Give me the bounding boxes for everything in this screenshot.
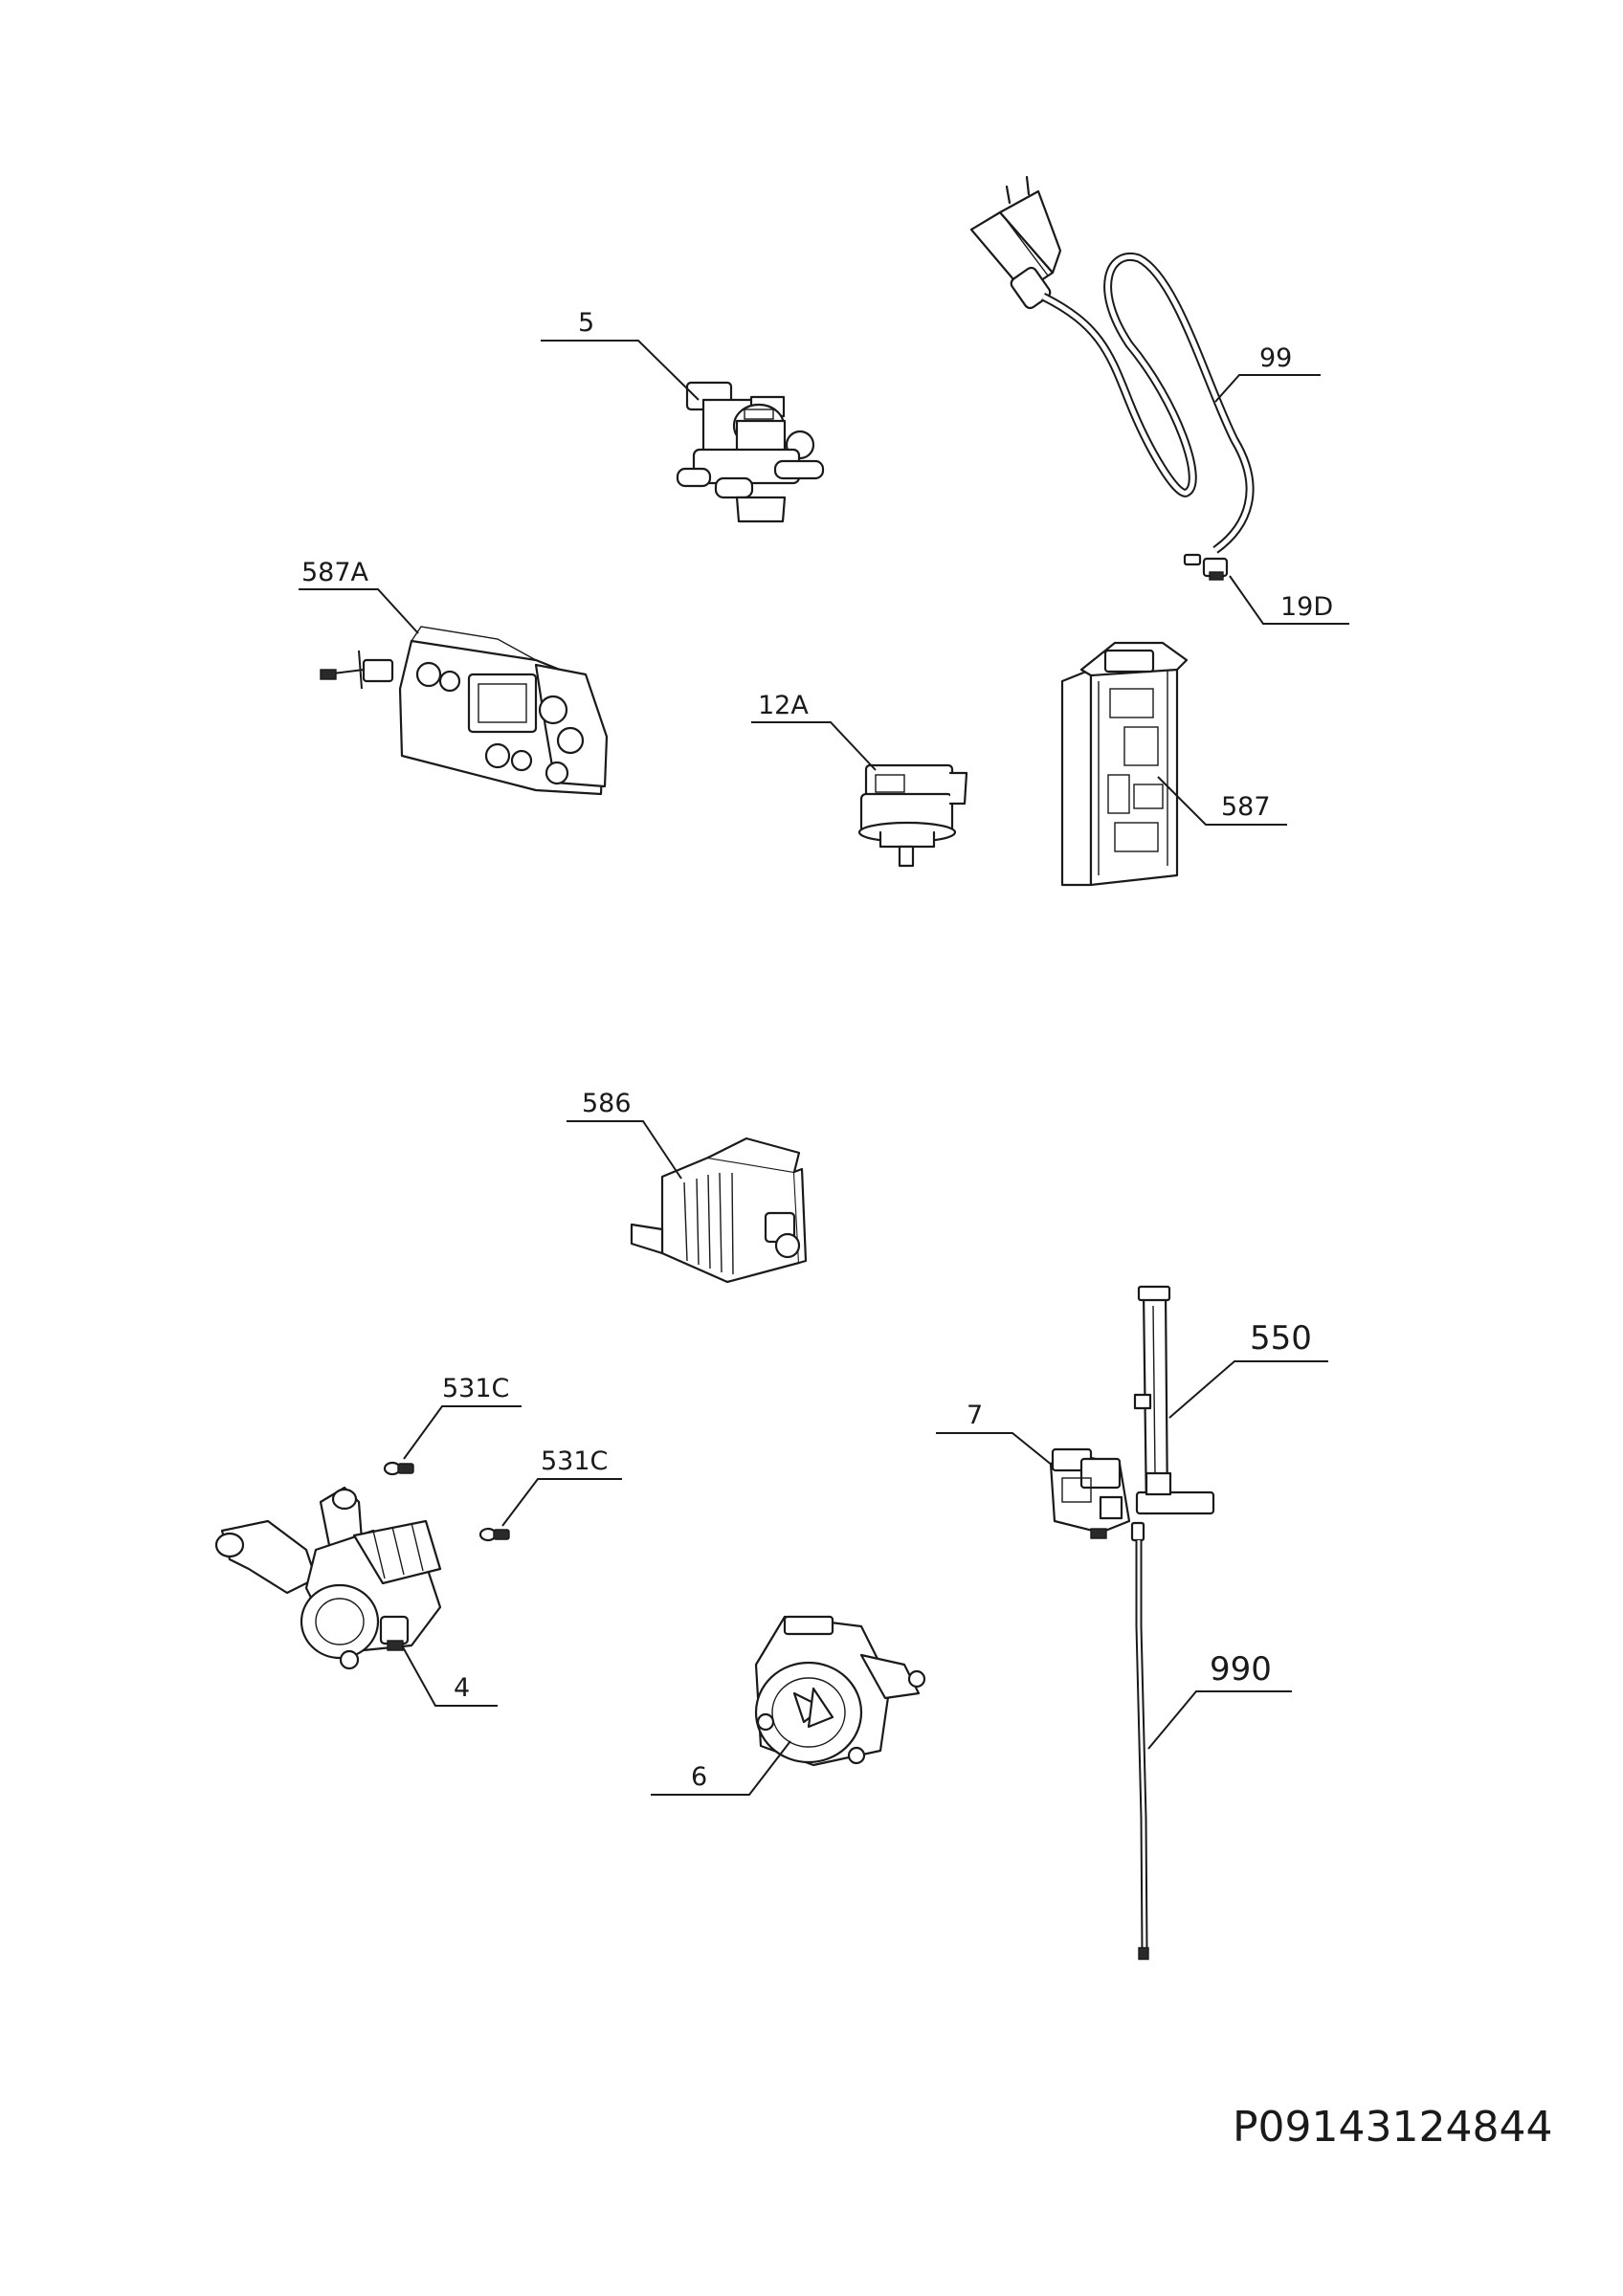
callout-531C-b-label: 531C [541, 1446, 608, 1476]
callout-7: 7 [936, 1401, 1054, 1467]
callout-12A-label: 12A [758, 691, 809, 720]
part-587A-control-board [320, 626, 609, 796]
callout-586: 586 [567, 1089, 682, 1180]
callout-587A-label: 587A [301, 558, 369, 587]
part-4-pump [214, 1486, 442, 1670]
callout-990-label: 990 [1210, 1650, 1272, 1689]
callout-6-label: 6 [691, 1762, 707, 1792]
callout-4-label: 4 [454, 1673, 470, 1703]
part-5-inlet-valve [676, 381, 825, 523]
callout-550: 550 [1168, 1319, 1328, 1419]
callout-550-label: 550 [1250, 1319, 1312, 1358]
part-12A-pressure-switch [857, 763, 968, 868]
part-550-bracket [1133, 1285, 1215, 1515]
callout-587-label: 587 [1221, 792, 1271, 822]
callout-5-label: 5 [578, 308, 594, 338]
callout-587: 587 [1157, 776, 1287, 826]
callout-531C-a: 531C [403, 1374, 522, 1460]
document-code: P09143124844 [1233, 2103, 1553, 2152]
callout-4: 4 [401, 1645, 498, 1707]
part-99-mains-cable [969, 175, 1255, 554]
part-587-power-board [1060, 641, 1189, 887]
part-7-door-lock [1049, 1447, 1131, 1539]
part-990-wire-harness [1130, 1521, 1149, 1960]
callout-19D-label: 19D [1280, 592, 1333, 622]
callout-99-label: 99 [1259, 343, 1292, 373]
callout-990: 990 [1147, 1650, 1292, 1750]
callout-6: 6 [651, 1740, 791, 1796]
callout-5: 5 [541, 308, 700, 401]
callout-531C-a-label: 531C [442, 1374, 509, 1403]
callout-19D: 19D [1229, 575, 1349, 625]
part-531C-screw-a [383, 1461, 414, 1476]
callout-531C-b: 531C [501, 1446, 622, 1527]
callout-99: 99 [1214, 343, 1321, 403]
part-19D-cable-clip [1183, 553, 1229, 581]
callout-12A: 12A [751, 691, 877, 771]
callout-586-label: 586 [582, 1089, 632, 1118]
part-586-filter [630, 1137, 808, 1284]
part-6-circulation-pump [754, 1615, 926, 1767]
callout-7-label: 7 [967, 1401, 983, 1430]
part-531C-screw-b [478, 1527, 510, 1542]
callout-587A: 587A [299, 558, 419, 634]
